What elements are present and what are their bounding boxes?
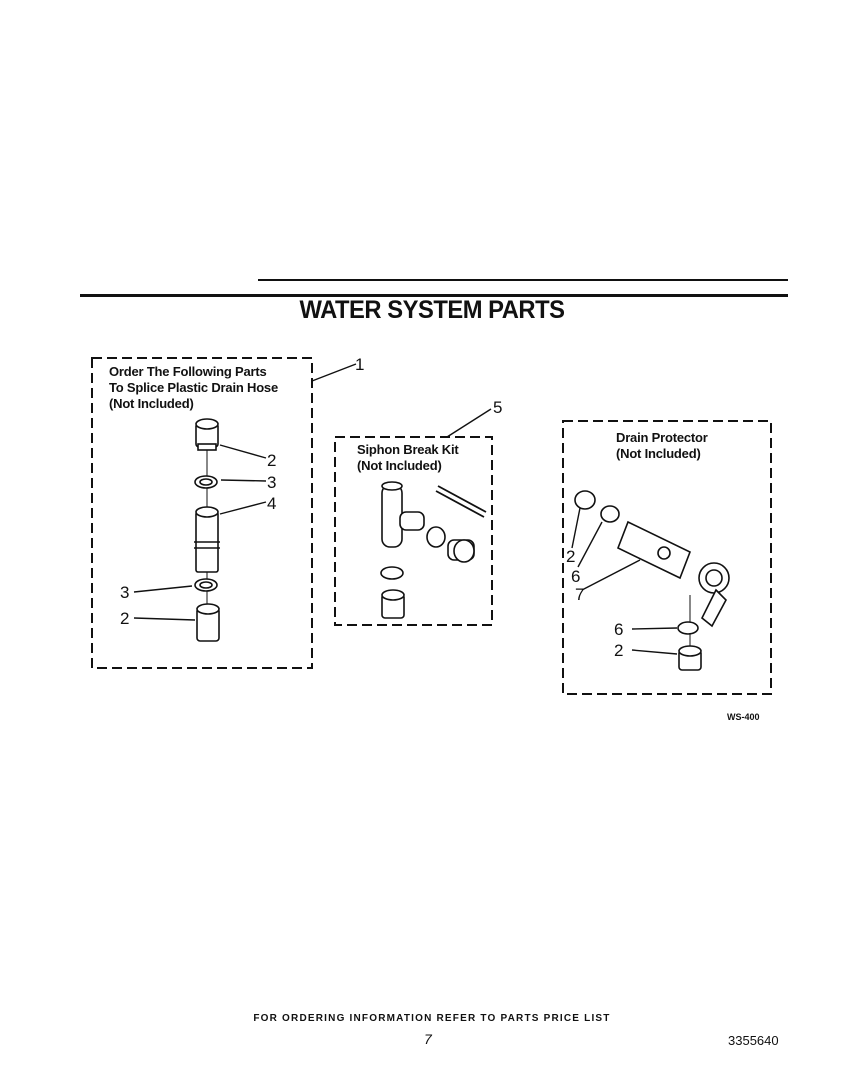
callout-drain-6-right: 6 bbox=[614, 620, 623, 639]
leader-drain-7 bbox=[581, 559, 641, 591]
drain-box-label: Drain Protector (Not Included) bbox=[616, 430, 708, 462]
leader-5 bbox=[446, 408, 492, 438]
page-title: WATER SYSTEM PARTS bbox=[299, 296, 565, 324]
leader-drain-6-right bbox=[631, 627, 678, 630]
splice-label-line1: Order The Following Parts bbox=[109, 364, 267, 379]
page-number: 7 bbox=[424, 1031, 432, 1047]
drain-label-line1: Drain Protector bbox=[616, 430, 708, 445]
siphon-box-label: Siphon Break Kit (Not Included) bbox=[357, 442, 459, 474]
callout-5: 5 bbox=[493, 398, 502, 417]
leader-drain-6-left bbox=[577, 521, 603, 568]
leader-lines bbox=[133, 363, 678, 655]
splice-parts-illustration bbox=[194, 418, 220, 642]
figure-code: WS-400 bbox=[727, 712, 760, 722]
footer-note: FOR ORDERING INFORMATION REFER TO PARTS … bbox=[253, 1013, 611, 1024]
callout-drain-6-left: 6 bbox=[571, 567, 580, 586]
drain-protector-illustration bbox=[574, 490, 730, 671]
callout-3-top: 3 bbox=[267, 473, 276, 492]
leader-2-top bbox=[219, 444, 267, 459]
siphon-kit-box bbox=[334, 436, 493, 626]
splice-label-line2: To Splice Plastic Drain Hose bbox=[109, 380, 278, 395]
document-number: 3355640 bbox=[728, 1033, 779, 1048]
callout-4: 4 bbox=[267, 494, 276, 513]
leader-3-bottom bbox=[133, 585, 193, 593]
splice-label-line3: (Not Included) bbox=[109, 396, 194, 411]
header-rule-thick bbox=[80, 294, 788, 297]
drain-protector-box bbox=[562, 420, 772, 695]
drain-label-line2: (Not Included) bbox=[616, 446, 701, 461]
leader-1 bbox=[311, 363, 357, 382]
siphon-label-line2: (Not Included) bbox=[357, 458, 442, 473]
splice-box-label: Order The Following Parts To Splice Plas… bbox=[109, 364, 278, 412]
callout-3-bottom: 3 bbox=[120, 583, 129, 602]
splice-parts-box bbox=[91, 357, 313, 669]
callout-drain-7: 7 bbox=[575, 585, 584, 604]
siphon-label-line1: Siphon Break Kit bbox=[357, 442, 459, 457]
callout-1: 1 bbox=[355, 355, 364, 374]
callout-2-top: 2 bbox=[267, 451, 276, 470]
siphon-kit-illustration bbox=[380, 481, 487, 619]
leader-drain-2-left bbox=[571, 507, 581, 549]
leader-4 bbox=[219, 501, 267, 515]
callout-2-bottom: 2 bbox=[120, 609, 129, 628]
header-rule-thin bbox=[258, 279, 788, 281]
callout-drain-2-left: 2 bbox=[566, 547, 575, 566]
leader-2-bottom bbox=[133, 617, 196, 621]
leader-3-top bbox=[220, 479, 267, 482]
leader-drain-2-right bbox=[631, 649, 678, 655]
callout-drain-2-right: 2 bbox=[614, 641, 623, 660]
